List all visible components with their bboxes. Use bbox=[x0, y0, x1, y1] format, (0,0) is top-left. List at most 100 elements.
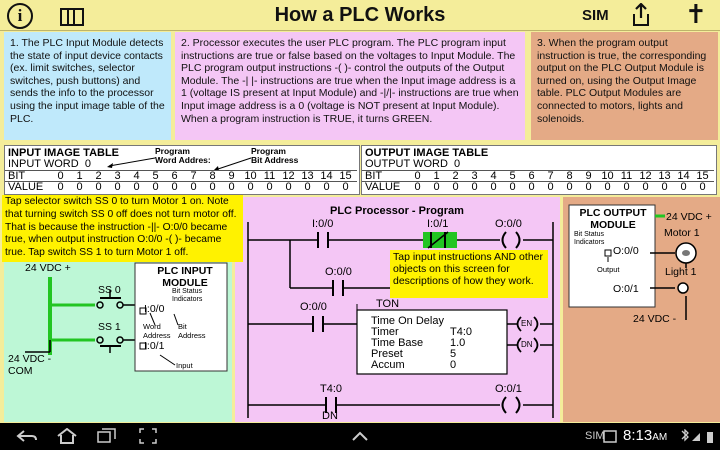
program-title: PLC Processor - Program bbox=[330, 205, 464, 217]
output-address-o00[interactable]: O:0/0 bbox=[613, 245, 639, 257]
rung1-coil-o00[interactable] bbox=[501, 231, 521, 249]
output-table-title: OUTPUT IMAGE TABLE bbox=[365, 147, 489, 159]
rung1-contact-i00[interactable] bbox=[317, 232, 329, 248]
system-nav-bar: SIM bbox=[0, 423, 720, 450]
output-bit-8: 8 bbox=[566, 170, 573, 182]
output-bit-3: 3 bbox=[471, 170, 478, 182]
ton-preset-value: 5 bbox=[450, 348, 457, 360]
back-icon[interactable] bbox=[16, 429, 38, 443]
input-bit-6: 6 bbox=[171, 170, 178, 182]
input-value-6: 0 bbox=[171, 181, 178, 193]
input-value-11: 0 bbox=[266, 181, 273, 193]
output-bit-15: 15 bbox=[696, 170, 709, 182]
rung3-coil-o01[interactable] bbox=[501, 396, 521, 414]
cross-icon[interactable]: ✝ bbox=[685, 0, 707, 30]
output-value-8: 0 bbox=[566, 181, 573, 193]
output-bit-11: 11 bbox=[620, 170, 633, 182]
output-word-value: 0 bbox=[454, 158, 461, 170]
sim-status: SIM bbox=[585, 430, 605, 442]
output-bit-10: 10 bbox=[601, 170, 614, 182]
ss1-label: SS 1 bbox=[98, 321, 121, 333]
input-bit-11: 11 bbox=[263, 170, 276, 182]
input-value-15: 0 bbox=[342, 181, 349, 193]
input-address-i01[interactable]: I:0/1 bbox=[144, 340, 165, 352]
ton-block[interactable] bbox=[356, 309, 508, 375]
input-module-box[interactable] bbox=[134, 262, 228, 372]
share-icon[interactable] bbox=[631, 2, 651, 32]
input-bit-2: 2 bbox=[95, 170, 102, 182]
branch-o00-label: O:0/0 bbox=[325, 266, 352, 278]
output-value-12: 0 bbox=[642, 181, 649, 193]
tap-hint-note[interactable]: Tap input instructions AND other objects… bbox=[390, 250, 548, 298]
light-1-label: Light 1 bbox=[665, 266, 697, 278]
selector-switch-ss1[interactable] bbox=[96, 336, 140, 353]
output-value-10: 0 bbox=[604, 181, 611, 193]
input-word-value: 0 bbox=[84, 158, 91, 170]
output-module-box[interactable] bbox=[568, 204, 656, 308]
input-value-4: 0 bbox=[133, 181, 140, 193]
output-word-label: OUTPUT WORD 0 bbox=[365, 158, 461, 170]
input-bit-5: 5 bbox=[152, 170, 159, 182]
input-value-7: 0 bbox=[190, 181, 197, 193]
ton-title: TON bbox=[376, 298, 400, 310]
input-value-14: 0 bbox=[323, 181, 330, 193]
output-bit-14: 14 bbox=[677, 170, 690, 182]
recent-apps-icon[interactable] bbox=[97, 428, 117, 444]
output-label: Output bbox=[597, 265, 620, 274]
status-icons bbox=[681, 429, 713, 443]
chevron-up-icon[interactable] bbox=[352, 431, 368, 441]
ton-accum-value: 0 bbox=[450, 359, 457, 371]
output-value-3: 0 bbox=[471, 181, 478, 193]
sim-button[interactable]: SIM bbox=[582, 7, 609, 24]
home-icon[interactable] bbox=[56, 428, 78, 444]
ton-base-value: 1.0 bbox=[450, 337, 466, 349]
rung1-contact-i01[interactable] bbox=[423, 231, 457, 249]
rung1-o00-label: O:0/0 bbox=[495, 218, 522, 230]
bit-address-label: Bit Address bbox=[178, 322, 206, 340]
input-bit-9: 9 bbox=[228, 170, 235, 182]
ton-accum-label: Accum bbox=[371, 359, 405, 371]
rung1-i00-label: I:0/0 bbox=[312, 218, 334, 230]
output-vdc-plus-label: 24 VDC + bbox=[666, 211, 712, 223]
instruction-note[interactable]: Tap selector switch SS 0 to turn Motor 1… bbox=[2, 195, 243, 262]
output-bit-9: 9 bbox=[585, 170, 592, 182]
input-value-0: 0 bbox=[57, 181, 64, 193]
branch-contact-o00[interactable] bbox=[332, 280, 344, 296]
output-value-15: 0 bbox=[699, 181, 706, 193]
info-icon[interactable]: i bbox=[7, 3, 33, 29]
rung2-contact-o00[interactable] bbox=[312, 316, 324, 332]
motor-1[interactable] bbox=[675, 242, 697, 264]
light-1[interactable] bbox=[677, 282, 689, 294]
rung1-i01-label: I:0/1 bbox=[427, 218, 449, 230]
output-bit-2: 2 bbox=[452, 170, 459, 182]
signal-icon bbox=[692, 433, 700, 441]
input-bit-1: 1 bbox=[76, 170, 83, 182]
output-address-o01[interactable]: O:0/1 bbox=[613, 283, 639, 295]
step-1-panel[interactable]: 1. The PLC Input Module detects the stat… bbox=[4, 32, 171, 140]
input-value-9: 0 bbox=[228, 181, 235, 193]
input-bit-status-label: Bit Status Indicators bbox=[172, 288, 203, 303]
step-2-panel[interactable]: 2. Processor executes the user PLC progr… bbox=[175, 32, 525, 140]
ton-dn-coil[interactable] bbox=[516, 337, 539, 353]
step-3-panel[interactable]: 3. When the program output instruction i… bbox=[531, 32, 718, 140]
clock: 8:13AM bbox=[623, 427, 668, 444]
status-image-icon bbox=[603, 430, 617, 443]
program-word-address-label: Program Word Addres: bbox=[155, 146, 211, 165]
output-value-0: 0 bbox=[414, 181, 421, 193]
ton-en-coil[interactable] bbox=[516, 316, 539, 332]
output-value-7: 0 bbox=[547, 181, 554, 193]
bluetooth-icon bbox=[681, 429, 689, 442]
grid-menu-icon[interactable] bbox=[60, 8, 84, 26]
screenshot-icon[interactable] bbox=[139, 428, 157, 444]
input-vdc-com-label: 24 VDC - COM bbox=[8, 353, 52, 377]
input-table-title: INPUT IMAGE TABLE bbox=[8, 147, 120, 159]
input-label: Input bbox=[176, 361, 193, 370]
input-image-table[interactable]: INPUT IMAGE TABLE INPUT WORD 0 Program W… bbox=[4, 145, 360, 195]
output-vdc-minus-label: 24 VDC - bbox=[633, 313, 677, 325]
output-bit-7: 7 bbox=[547, 170, 554, 182]
selector-switch-ss0[interactable] bbox=[96, 290, 140, 309]
input-address-i00[interactable]: I:0/0 bbox=[144, 303, 165, 315]
output-bit-status-label: Bit Status Indicators bbox=[574, 231, 605, 246]
output-module-title: PLC OUTPUT MODULE bbox=[579, 207, 647, 231]
